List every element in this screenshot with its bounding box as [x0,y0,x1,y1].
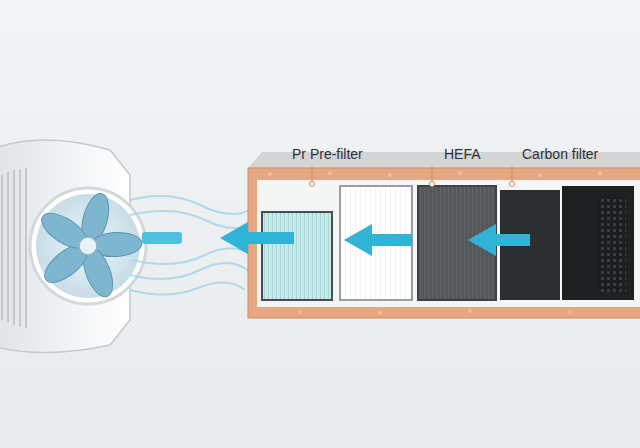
part-label: Pr Pre-filter [292,146,363,163]
part-label: HEFA [444,146,481,163]
part-label: Carbon filter [522,146,598,163]
